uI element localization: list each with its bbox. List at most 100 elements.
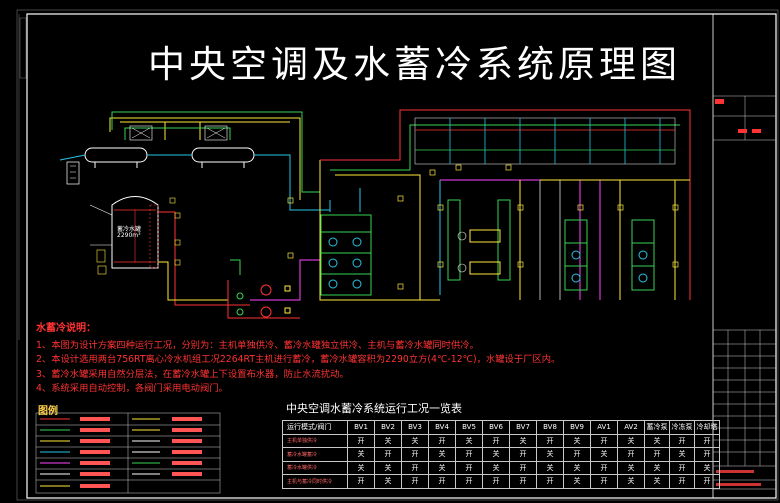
distribution-piping — [320, 109, 691, 301]
note-line: 2、本设计选用两台756RT离心冷水机组工况2264RT主机进行蓄冷，蓄冷水罐容… — [36, 354, 561, 365]
secondary-equipment-right — [564, 219, 655, 291]
table-cell: 开 — [509, 460, 537, 475]
table-cell: 开 — [694, 474, 720, 489]
table-cell: 开 — [563, 447, 591, 462]
table-cell: 关 — [590, 447, 618, 462]
table-cell: 开 — [374, 447, 402, 462]
table-row: 蓄冷水罐供冷 关 关 开 关 开 关 开 关 关 开 关 关 开 关 — [282, 460, 720, 475]
operation-table-title: 中央空调水蓄冷系统运行工况一览表 — [286, 402, 462, 415]
table-cell: 关 — [563, 433, 591, 448]
table-cell: 开 — [401, 447, 429, 462]
table-cell: 关 — [669, 447, 695, 462]
table-cell: 开 — [536, 433, 564, 448]
notes-section: 水蓄冷说明： 1、本图为设计方案四种运行工况，分别为：主机单独供冷、蓄冷水罐独立… — [36, 322, 561, 397]
tank-volume: 2290m³ — [117, 232, 141, 239]
table-header-cell: BV2 — [374, 420, 402, 435]
table-row-label: 蓄冷水罐供冷 — [282, 460, 348, 475]
table-cell: 开 — [669, 460, 695, 475]
table-cell: 关 — [374, 433, 402, 448]
table-row-label: 蓄冷水罐蓄冷 — [282, 447, 348, 462]
table-cell: 关 — [401, 433, 429, 448]
table-cell: 关 — [694, 460, 720, 475]
note-line: 3、蓄冷水罐采用自然分层法，在蓄冷水罐上下设置布水器，防止水流扰动。 — [36, 368, 349, 380]
notes-heading: 水蓄冷说明： — [36, 323, 96, 334]
table-cell: 开 — [694, 447, 720, 462]
legend-title: 图例 — [38, 406, 58, 417]
chilled-water-pump-bank — [319, 160, 420, 301]
secondary-equipment-left — [447, 199, 511, 281]
air-handler-manifold — [414, 117, 676, 165]
table-cell: 关 — [617, 433, 645, 448]
table-cell: 开 — [669, 474, 695, 489]
table-row: 主机单独供冷 开 关 关 开 关 开 关 开 关 开 关 关 开 开 — [282, 433, 720, 448]
table-header-cell: BV3 — [401, 420, 429, 435]
storage-pump-group — [227, 259, 320, 319]
table-cell: 开 — [455, 474, 483, 489]
operation-mode-table: 运行模式/阀门 BV1 BV2 BV3 BV4 BV5 BV6 BV7 BV8 … — [282, 420, 720, 489]
chilled-water-storage-tank — [89, 196, 250, 306]
table-cell: 关 — [428, 460, 456, 475]
table-header-cell: AV1 — [590, 420, 618, 435]
table-cell: 关 — [347, 460, 375, 475]
tank-label: 蓄冷水罐 — [117, 226, 142, 233]
note-line: 4、系统采用自动控制，各阀门采用电动阀门。 — [36, 383, 228, 394]
table-cell: 开 — [482, 474, 510, 489]
table-cell: 关 — [482, 460, 510, 475]
table-cell: 开 — [455, 460, 483, 475]
table-row-label: 主机与蓄冷同时供冷 — [282, 474, 348, 489]
table-header-cell: BV7 — [509, 420, 537, 435]
title-block — [713, 95, 776, 490]
table-cell: 开 — [590, 433, 618, 448]
table-cell: 关 — [617, 460, 645, 475]
table-cell: 关 — [644, 460, 670, 475]
table-header-cell: BV9 — [563, 420, 591, 435]
table-cell: 开 — [482, 433, 510, 448]
table-cell: 开 — [428, 433, 456, 448]
table-cell: 开 — [694, 433, 720, 448]
valve-markers — [287, 164, 679, 290]
table-row-label: 主机单独供冷 — [282, 433, 348, 448]
table-row: 主机与蓄冷同时供冷 开 关 开 开 开 开 开 开 关 开 关 关 开 开 — [282, 474, 720, 489]
table-cell: 开 — [509, 447, 537, 462]
table-cell: 开 — [428, 474, 456, 489]
table-cell: 开 — [536, 474, 564, 489]
table-header-cell: AV2 — [617, 420, 645, 435]
table-cell: 开 — [347, 474, 375, 489]
table-header-cell: BV5 — [455, 420, 483, 435]
note-line: 1、本图为设计方案四种运行工况，分别为：主机单独供冷、蓄冷水罐独立供冷、主机与蓄… — [36, 339, 479, 351]
table-cell: 关 — [617, 474, 645, 489]
table-cell: 关 — [563, 460, 591, 475]
legend-box — [35, 412, 221, 494]
table-cell: 关 — [455, 433, 483, 448]
table-cell: 关 — [644, 474, 670, 489]
table-cell: 关 — [563, 474, 591, 489]
table-cell: 开 — [509, 474, 537, 489]
table-row: 蓄冷水罐蓄冷 关 开 开 关 开 关 开 关 开 关 开 开 关 开 — [282, 447, 720, 462]
table-cell: 关 — [536, 460, 564, 475]
table-header-cell: BV6 — [482, 420, 510, 435]
table-header-cell: 运行模式/阀门 — [282, 420, 348, 435]
table-cell: 关 — [644, 433, 670, 448]
table-header-cell: BV4 — [428, 420, 456, 435]
table-cell: 开 — [590, 474, 618, 489]
table-cell: 开 — [401, 460, 429, 475]
cooling-tower-section — [59, 111, 330, 211]
drawing-title: 中央空调及水蓄冷系统原理图 — [148, 43, 681, 86]
table-cell: 开 — [669, 433, 695, 448]
table-header-cell: BV8 — [536, 420, 564, 435]
table-cell: 关 — [347, 447, 375, 462]
table-header-row: 运行模式/阀门 BV1 BV2 BV3 BV4 BV5 BV6 BV7 BV8 … — [282, 420, 720, 435]
table-cell: 开 — [644, 447, 670, 462]
table-cell: 开 — [401, 474, 429, 489]
drawing-frame — [16, 9, 779, 501]
table-cell: 关 — [374, 474, 402, 489]
table-cell: 关 — [509, 433, 537, 448]
table-cell: 开 — [347, 433, 375, 448]
table-cell: 开 — [590, 460, 618, 475]
table-cell: 开 — [455, 447, 483, 462]
table-cell: 关 — [428, 447, 456, 462]
table-header-cell: BV1 — [347, 420, 375, 435]
table-cell: 关 — [482, 447, 510, 462]
table-cell: 开 — [617, 447, 645, 462]
